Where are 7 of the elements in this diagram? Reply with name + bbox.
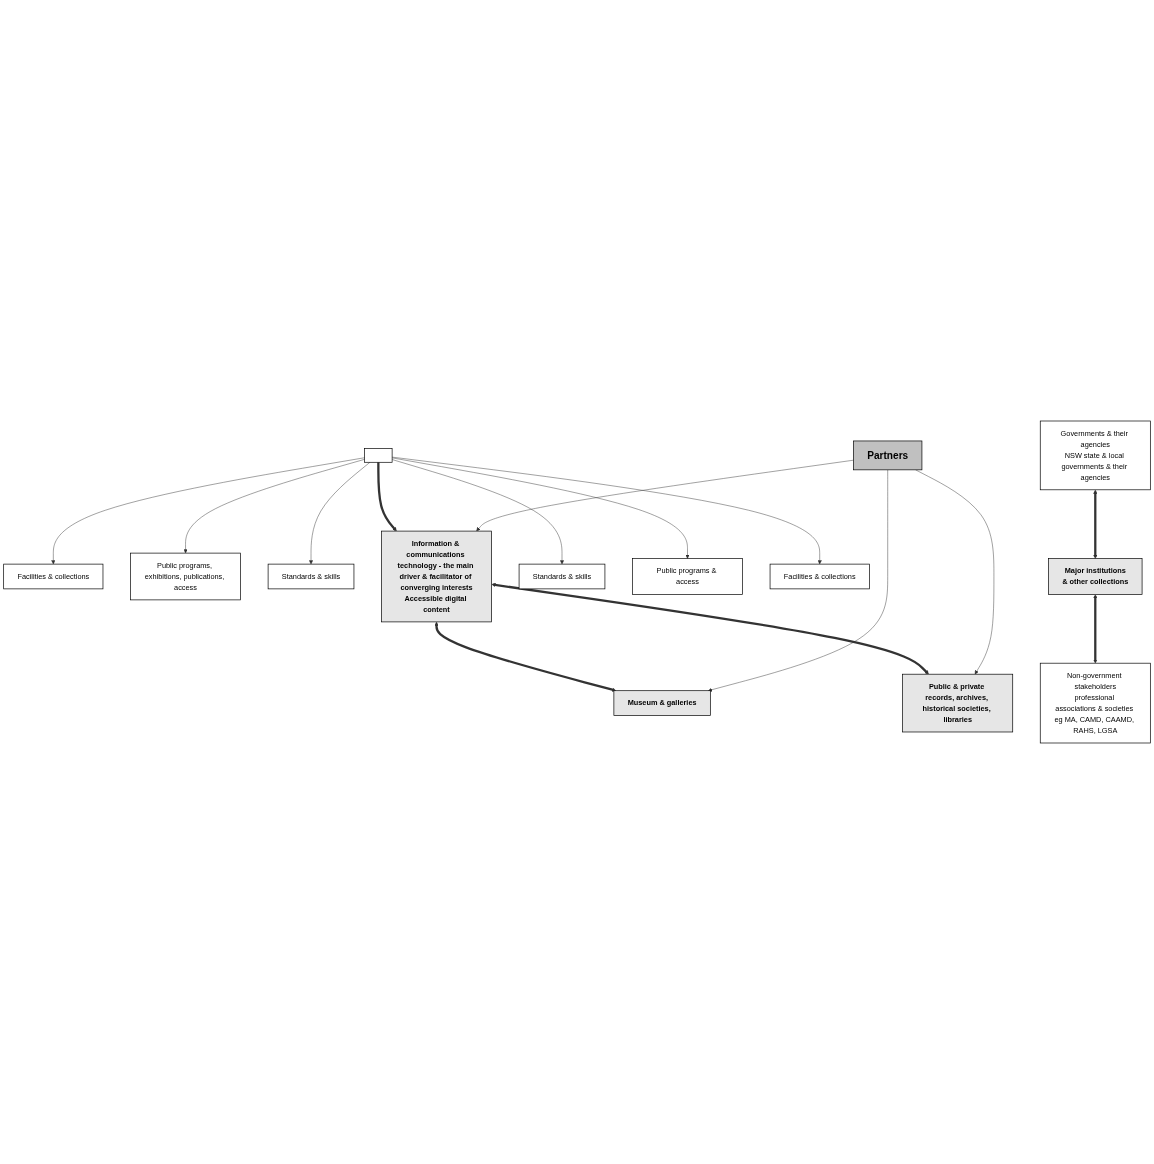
arrow xyxy=(377,462,397,532)
arrow xyxy=(1093,594,1098,664)
node-box: Partners xyxy=(853,440,923,471)
node-box xyxy=(364,448,393,463)
arrow xyxy=(1093,489,1098,559)
arrow xyxy=(491,582,929,675)
arrow xyxy=(434,621,617,692)
